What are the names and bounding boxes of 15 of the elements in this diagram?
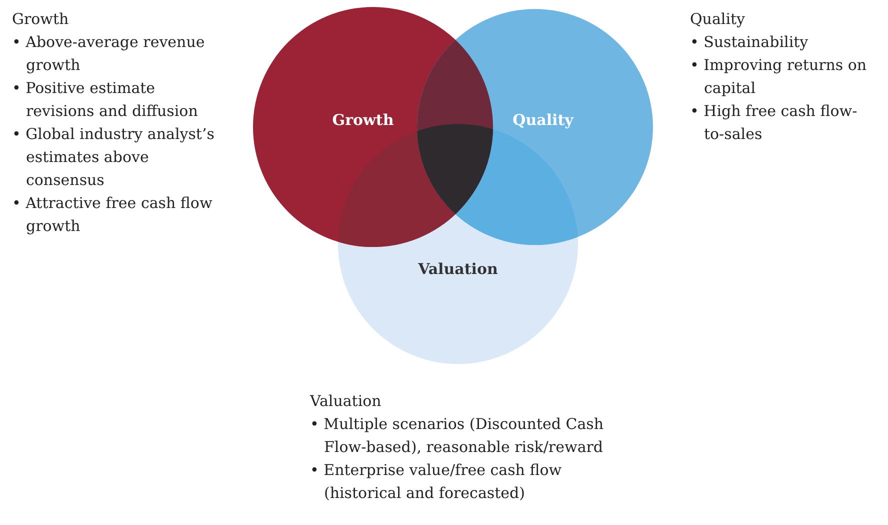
bullet-item: • Positive estimate revisions and diffusion [12, 78, 199, 122]
bullet-item: • High free cash flow-to-sales [690, 101, 858, 145]
bullet-item: • Enterprise value/free cash flow (historical and forecasted) [310, 460, 563, 504]
circle-label: Growth [332, 111, 394, 129]
section-heading: Growth [12, 9, 70, 30]
bullet-item: • Above-average revenue growth [12, 32, 206, 76]
bullet-item: • Global industry analyst’s estimates above consensus [12, 124, 216, 191]
circle-label: Valuation [418, 260, 498, 278]
section-heading: Quality [690, 9, 746, 30]
bullet-item: • Attractive free cash flow growth [12, 193, 214, 237]
bullet-item: • Sustainability [690, 32, 810, 53]
section-heading: Valuation [310, 391, 382, 412]
bullet-item: • Multiple scenarios (Discounted Cash Flow-based), reasonable risk/reward [310, 414, 605, 458]
bullet-item: • Improving returns on capital [690, 55, 868, 99]
circle-label: Quality [512, 111, 574, 129]
